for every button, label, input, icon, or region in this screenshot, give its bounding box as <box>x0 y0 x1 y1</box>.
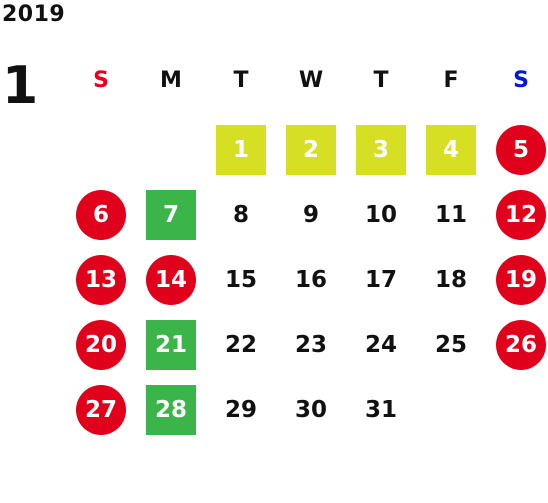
day-cell-17: 17 <box>364 267 397 293</box>
day-cell-21: 21 <box>146 320 196 370</box>
day-cell-19: 19 <box>496 255 546 305</box>
year-label: 2019 <box>2 2 66 27</box>
day-cell-13: 13 <box>76 255 126 305</box>
day-cell-30: 30 <box>294 397 327 423</box>
day-cell-26: 26 <box>496 320 546 370</box>
day-cell-16: 16 <box>294 267 327 293</box>
day-cell-5: 5 <box>496 125 546 175</box>
day-cell-24: 24 <box>364 332 397 358</box>
day-cell-28: 28 <box>146 385 196 435</box>
day-cell-8: 8 <box>232 202 249 228</box>
day-cell-15: 15 <box>224 267 257 293</box>
day-cell-9: 9 <box>302 202 319 228</box>
day-cell-20: 20 <box>76 320 126 370</box>
day-cell-10: 10 <box>364 202 397 228</box>
day-cell-2: 2 <box>286 125 336 175</box>
day-cell-14: 14 <box>146 255 196 305</box>
day-cell-25: 25 <box>434 332 467 358</box>
day-cell-22: 22 <box>224 332 257 358</box>
day-cell-1: 1 <box>216 125 266 175</box>
weekday-mon: M <box>160 68 182 93</box>
day-cell-4: 4 <box>426 125 476 175</box>
weekday-fri: F <box>443 68 459 93</box>
weekday-sun: S <box>93 68 109 93</box>
month-label: 1 <box>2 56 39 116</box>
weekday-wed: W <box>298 68 324 93</box>
day-cell-3: 3 <box>356 125 406 175</box>
weekday-sat: S <box>513 68 529 93</box>
day-cell-31: 31 <box>364 397 397 423</box>
day-cell-27: 27 <box>76 385 126 435</box>
day-cell-29: 29 <box>224 397 257 423</box>
day-cell-7: 7 <box>146 190 196 240</box>
day-cell-18: 18 <box>434 267 467 293</box>
day-cell-11: 11 <box>434 202 467 228</box>
weekday-thu: T <box>373 68 389 93</box>
day-cell-23: 23 <box>294 332 327 358</box>
day-cell-6: 6 <box>76 190 126 240</box>
weekday-tue: T <box>233 68 249 93</box>
day-cell-12: 12 <box>496 190 546 240</box>
